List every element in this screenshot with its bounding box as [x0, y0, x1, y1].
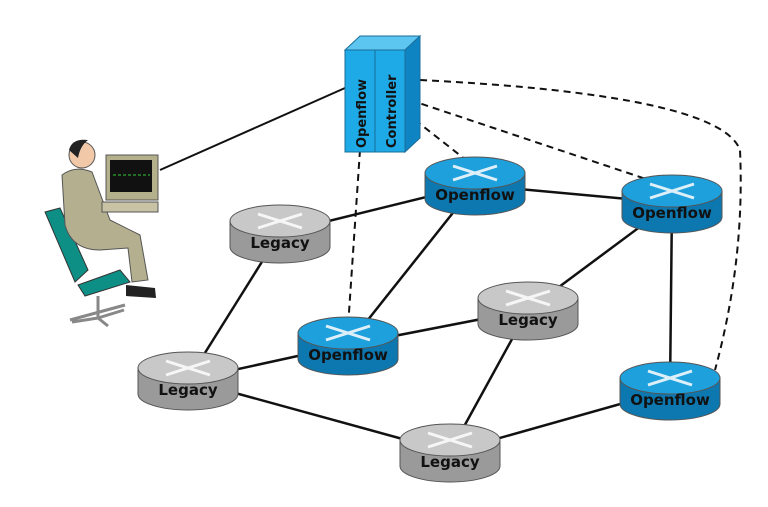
control-link-of4	[419, 79, 742, 371]
operator-icon	[44, 139, 159, 328]
openflow-switch-of3: Openflow	[297, 316, 399, 376]
control-link-of3	[347, 149, 361, 328]
node-label: Openflow	[308, 346, 388, 364]
legacy-router-lg1: Legacy	[229, 204, 331, 264]
controller-label-2: Controller	[385, 74, 400, 148]
node-label: Openflow	[630, 391, 710, 409]
link-of2-of4	[668, 202, 674, 391]
node-label: Legacy	[498, 311, 557, 329]
controller-label-1: Openflow	[355, 79, 370, 148]
node-label: Openflow	[632, 204, 712, 222]
legacy-router-lg4: Legacy	[399, 423, 501, 483]
operator-controller-link	[159, 87, 346, 171]
node-label: Legacy	[250, 234, 309, 252]
openflow-controller: Openflow Controller	[343, 34, 422, 154]
legacy-router-lg3: Legacy	[477, 281, 579, 341]
openflow-switch-of1: Openflow	[424, 156, 526, 216]
node-label: Openflow	[435, 186, 515, 204]
node-label: Legacy	[420, 453, 479, 471]
node-label: Legacy	[158, 381, 217, 399]
openflow-switch-of4: Openflow	[619, 361, 721, 421]
openflow-switch-of2: Openflow	[621, 174, 723, 234]
legacy-router-lg2: Legacy	[137, 351, 239, 411]
control-link-of2	[409, 99, 653, 182]
